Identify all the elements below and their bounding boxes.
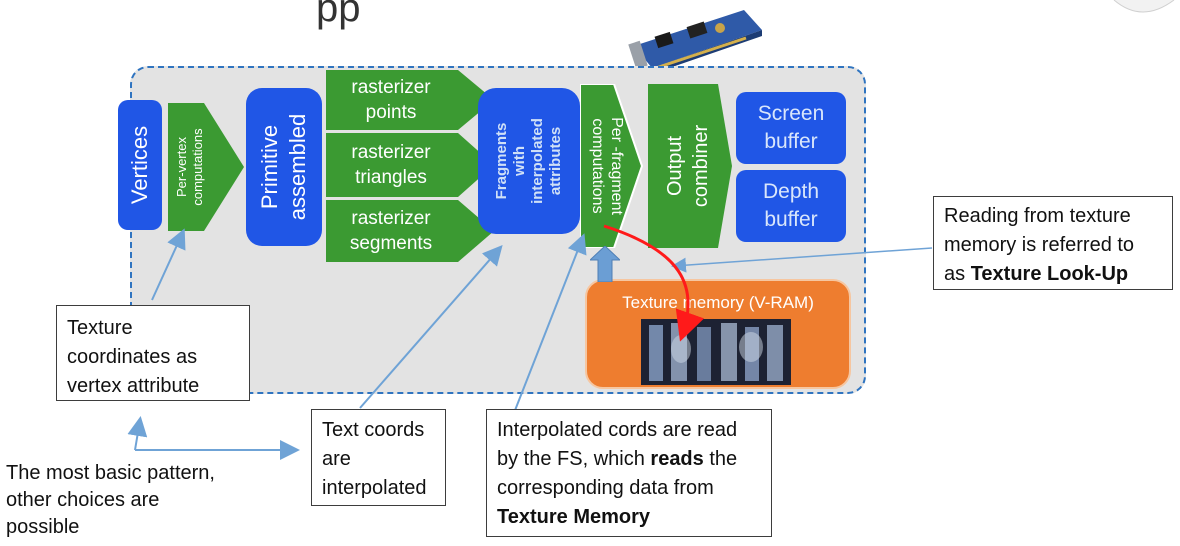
note-basic-pattern: The most basic pattern, other choices ar…: [6, 460, 266, 541]
rasterizer-points-arrow: [326, 70, 494, 130]
note-interp-line1: Interpolated cords are read: [497, 419, 738, 441]
vertices-box: Vertices: [118, 100, 162, 230]
per-fragment-stage: [580, 84, 644, 248]
primitive-assembled-box: Primitive assembled: [246, 88, 322, 246]
note-interp-line3: corresponding data from: [497, 477, 714, 499]
texture-memory-box: Texture memory (V-RAM): [585, 279, 851, 389]
rasterizer-triangles-arrow: [326, 133, 494, 197]
screen-buffer-line1: Screen: [757, 102, 825, 125]
note-text-coords-line2: are: [322, 448, 351, 470]
note-basic-pattern-line2: other choices are: [6, 489, 160, 511]
note-texture-coords-line2: coordinates as: [67, 346, 198, 368]
note-lookup-line2: memory is referred to: [944, 234, 1135, 256]
gpu-card-image: [628, 10, 762, 74]
texture-memory-label: Texture memory (V-RAM): [622, 293, 814, 312]
depth-buffer-box: Depth buffer: [736, 170, 846, 242]
rasterizer-segments-arrow: [326, 200, 494, 262]
screen-buffer-box: Screen buffer: [736, 92, 846, 164]
fragments-box: Fragments with interpolated attributes: [478, 88, 580, 234]
note-texture-coords: Texture coordinates as vertex attribute: [56, 305, 250, 401]
note-texture-coords-line1: Texture: [67, 317, 133, 339]
note-text-coords: Text coords are interpolated: [311, 409, 446, 506]
header-title-fragment: pp: [316, 0, 361, 30]
rasterizer-arrows: [326, 70, 494, 262]
note-text-coords-line3: interpolated: [322, 477, 427, 499]
note-lookup-line1: Reading from texture: [944, 205, 1131, 227]
depth-buffer-line2: buffer: [764, 208, 818, 231]
depth-buffer-line1: Depth: [762, 180, 820, 203]
note-lookup-line3: as Texture Look-Up: [944, 263, 1129, 285]
corner-decoration: [1113, 0, 1175, 13]
texture-image: [641, 319, 791, 385]
note-basic-pattern-line1: The most basic pattern,: [6, 462, 215, 484]
note-interp-line4: Texture Memory: [497, 506, 651, 528]
note-texture-lookup: Reading from texture memory is referred …: [933, 196, 1173, 290]
note-basic-pattern-line3: possible: [6, 516, 80, 538]
output-combiner-stage: [648, 84, 732, 248]
per-vertex-stage: [168, 103, 244, 231]
note-interp-line2: by the FS, which reads the: [497, 448, 738, 470]
note-text-coords-line1: Text coords: [322, 419, 425, 441]
screen-buffer-line2: buffer: [764, 130, 818, 153]
texture-up-arrow: [590, 246, 620, 282]
note-texture-coords-line3: vertex attribute: [67, 375, 200, 397]
note-interpolated-fs: Interpolated cords are read by the FS, w…: [486, 409, 772, 537]
